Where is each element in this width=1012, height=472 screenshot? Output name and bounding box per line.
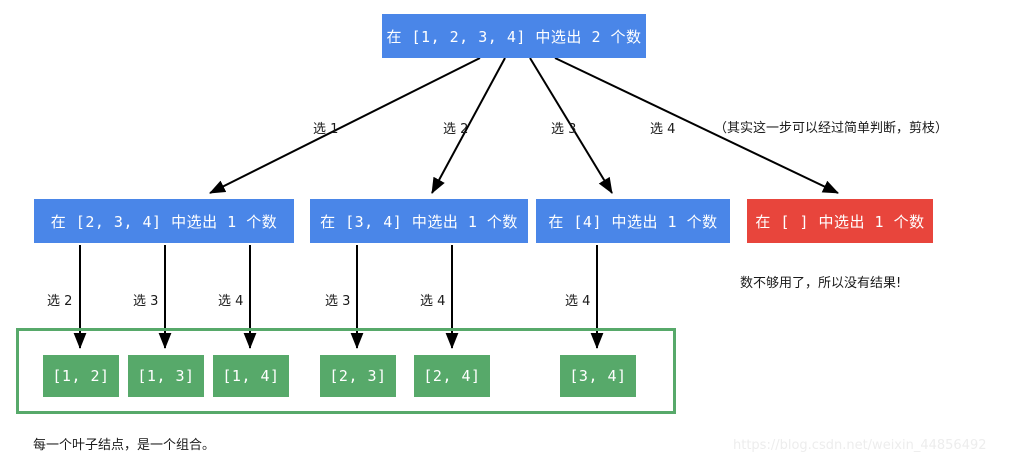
edge-label-choose-1-text: 选 1 bbox=[313, 122, 339, 137]
edge-label-choose-2: 选 2 bbox=[443, 118, 468, 137]
level2-node-4-label: 在 [ ] 中选出 1 个数 bbox=[755, 212, 925, 231]
level2-node-4-empty: 在 [ ] 中选出 1 个数 bbox=[747, 199, 933, 243]
leaf-node-3-label: [1, 4] bbox=[222, 367, 280, 385]
edge-label-leaf-choose-3b-text: 选 3 bbox=[325, 294, 351, 309]
edge-label-leaf-choose-4a: 选 4 bbox=[218, 290, 243, 309]
edge-label-leaf-choose-4a-text: 选 4 bbox=[218, 294, 244, 309]
prune-note-text: （其实这一步可以经过简单判断，剪枝） bbox=[714, 121, 949, 136]
level2-node-1: 在 [2, 3, 4] 中选出 1 个数 bbox=[34, 199, 294, 243]
edge-label-choose-2-text: 选 2 bbox=[443, 122, 469, 137]
root-node-label: 在 [1, 2, 3, 4] 中选出 2 个数 bbox=[386, 27, 642, 46]
leaf-node-5-label: [2, 4] bbox=[423, 367, 481, 385]
edge-label-leaf-choose-2a-text: 选 2 bbox=[47, 294, 73, 309]
leaf-node-2-label: [1, 3] bbox=[137, 367, 195, 385]
watermark: https://blog.csdn.net/weixin_44856492 bbox=[733, 438, 987, 453]
edge-label-choose-1: 选 1 bbox=[313, 118, 338, 137]
leaf-node-6-label: [3, 4] bbox=[569, 367, 627, 385]
edge-label-leaf-choose-4c: 选 4 bbox=[565, 290, 590, 309]
leaf-node-4: [2, 3] bbox=[320, 355, 396, 397]
arrow-root-to-node1 bbox=[209, 57, 481, 194]
edge-label-choose-4-text: 选 4 bbox=[650, 122, 676, 137]
leaf-node-1-label: [1, 2] bbox=[52, 367, 110, 385]
edge-label-leaf-choose-3a: 选 3 bbox=[133, 290, 158, 309]
leaf-node-5: [2, 4] bbox=[414, 355, 490, 397]
leaf-node-3: [1, 4] bbox=[213, 355, 289, 397]
diagram-caption-text: 每一个叶子结点，是一个组合。 bbox=[33, 438, 216, 453]
edge-label-leaf-choose-4b: 选 4 bbox=[420, 290, 445, 309]
level2-node-2: 在 [3, 4] 中选出 1 个数 bbox=[310, 199, 528, 243]
edge-label-choose-4: 选 4 bbox=[650, 118, 675, 137]
edge-label-leaf-choose-4b-text: 选 4 bbox=[420, 294, 446, 309]
empty-result-note-text: 数不够用了，所以没有结果! bbox=[740, 276, 902, 291]
level2-node-3: 在 [4] 中选出 1 个数 bbox=[536, 199, 730, 243]
edge-label-leaf-choose-2a: 选 2 bbox=[47, 290, 72, 309]
prune-note: （其实这一步可以经过简单判断，剪枝） bbox=[714, 117, 948, 136]
edge-label-leaf-choose-4c-text: 选 4 bbox=[565, 294, 591, 309]
level2-node-2-label: 在 [3, 4] 中选出 1 个数 bbox=[320, 212, 518, 231]
leaf-node-6: [3, 4] bbox=[560, 355, 636, 397]
watermark-text: https://blog.csdn.net/weixin_44856492 bbox=[733, 438, 987, 453]
leaf-node-2: [1, 3] bbox=[128, 355, 204, 397]
edge-label-choose-3-text: 选 3 bbox=[551, 122, 577, 137]
leaf-node-1: [1, 2] bbox=[43, 355, 119, 397]
level2-node-3-label: 在 [4] 中选出 1 个数 bbox=[548, 212, 718, 231]
root-node: 在 [1, 2, 3, 4] 中选出 2 个数 bbox=[382, 14, 646, 58]
edge-label-choose-3: 选 3 bbox=[551, 118, 576, 137]
leaf-group-box bbox=[16, 328, 676, 414]
level2-node-1-label: 在 [2, 3, 4] 中选出 1 个数 bbox=[50, 212, 278, 231]
edge-label-leaf-choose-3b: 选 3 bbox=[325, 290, 350, 309]
edge-label-leaf-choose-3a-text: 选 3 bbox=[133, 294, 159, 309]
diagram-caption: 每一个叶子结点，是一个组合。 bbox=[33, 434, 215, 453]
leaf-node-4-label: [2, 3] bbox=[329, 367, 387, 385]
empty-result-note: 数不够用了，所以没有结果! bbox=[740, 272, 901, 291]
